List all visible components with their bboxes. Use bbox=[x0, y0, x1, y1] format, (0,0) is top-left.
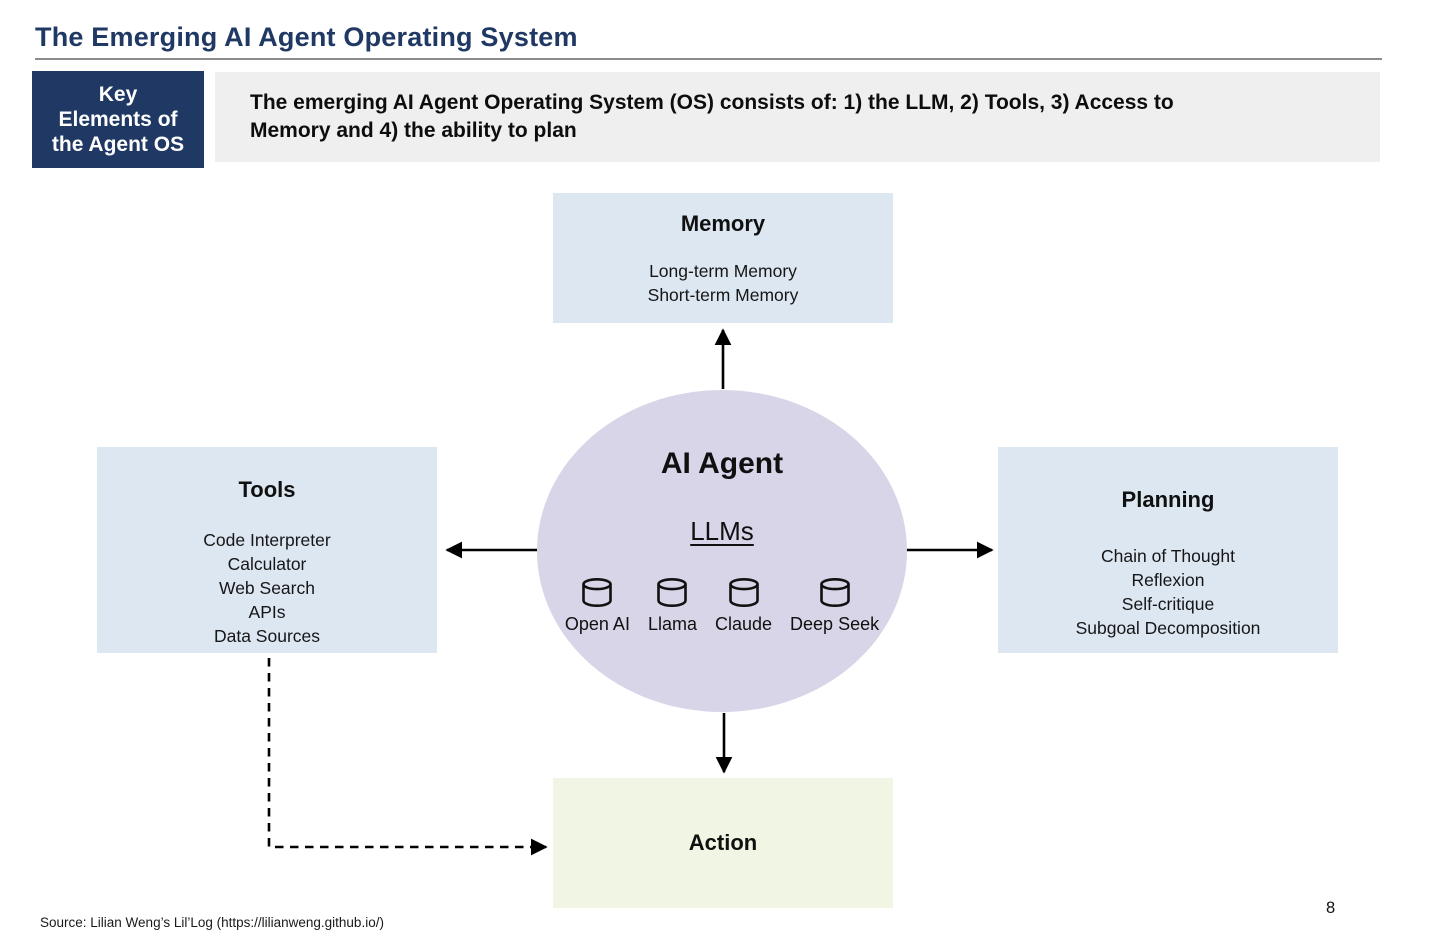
action-node: Action bbox=[553, 778, 893, 908]
database-icon bbox=[578, 578, 616, 608]
summary-line-1: The emerging AI Agent Operating System (… bbox=[250, 91, 1174, 114]
memory-item: Long-term Memory bbox=[649, 261, 797, 281]
memory-node: Memory Long-term Memory Short-term Memor… bbox=[553, 193, 893, 323]
tools-item: Data Sources bbox=[213, 626, 321, 646]
page-title: The Emerging AI Agent Operating System bbox=[35, 22, 578, 52]
llm-label: Llama bbox=[647, 614, 697, 634]
source-note: Source: Lilian Weng’s Lil’Log (https://l… bbox=[40, 915, 384, 930]
action-title: Action bbox=[688, 830, 758, 855]
tools-title: Tools bbox=[238, 477, 296, 502]
database-icon bbox=[725, 578, 763, 608]
tools-item: APIs bbox=[248, 602, 286, 622]
key-elements-line: Key bbox=[98, 83, 138, 106]
llm-label: Claude bbox=[714, 614, 773, 634]
key-elements-line: Elements of bbox=[58, 108, 178, 131]
key-elements-line: the Agent OS bbox=[51, 133, 185, 156]
llm-item: Deep Seek bbox=[790, 578, 879, 633]
memory-item: Short-term Memory bbox=[647, 285, 799, 305]
dashed-arrow-tools-to-action bbox=[267, 658, 548, 856]
summary-banner: The emerging AI Agent Operating System (… bbox=[215, 72, 1380, 162]
planning-item: Chain of Thought bbox=[1101, 546, 1235, 566]
planning-item: Self-critique bbox=[1121, 594, 1215, 614]
llm-item: Open AI bbox=[565, 578, 630, 633]
summary-line-2: Memory and 4) the ability to plan bbox=[250, 119, 577, 142]
llms-label: LLMs bbox=[690, 516, 754, 546]
tools-item: Web Search bbox=[219, 578, 315, 598]
tools-node: Tools Code Interpreter Calculator Web Se… bbox=[97, 447, 437, 653]
ai-agent-ellipse: AI Agent LLMs Open AI Llama Claude bbox=[537, 390, 907, 712]
llm-item: Llama bbox=[648, 578, 697, 633]
planning-title: Planning bbox=[1121, 487, 1215, 512]
llm-label: Deep Seek bbox=[790, 614, 880, 634]
title-underline bbox=[35, 58, 1382, 60]
page-number: 8 bbox=[1326, 899, 1336, 917]
llm-item: Claude bbox=[715, 578, 772, 633]
tools-item: Calculator bbox=[227, 554, 307, 574]
tools-item: Code Interpreter bbox=[203, 530, 331, 550]
planning-item: Subgoal Decomposition bbox=[1075, 618, 1261, 638]
key-elements-label: Key Elements of the Agent OS bbox=[32, 71, 204, 168]
planning-item: Reflexion bbox=[1131, 570, 1205, 590]
memory-title: Memory bbox=[680, 211, 766, 236]
planning-node: Planning Chain of Thought Reflexion Self… bbox=[998, 447, 1338, 653]
llm-label: Open AI bbox=[564, 614, 630, 634]
ai-agent-title: AI Agent bbox=[660, 447, 784, 480]
database-icon bbox=[816, 578, 854, 608]
database-icon bbox=[653, 578, 691, 608]
summary-text: The emerging AI Agent Operating System (… bbox=[250, 89, 1174, 145]
llm-row: Open AI Llama Claude Deep Seek bbox=[537, 578, 907, 633]
